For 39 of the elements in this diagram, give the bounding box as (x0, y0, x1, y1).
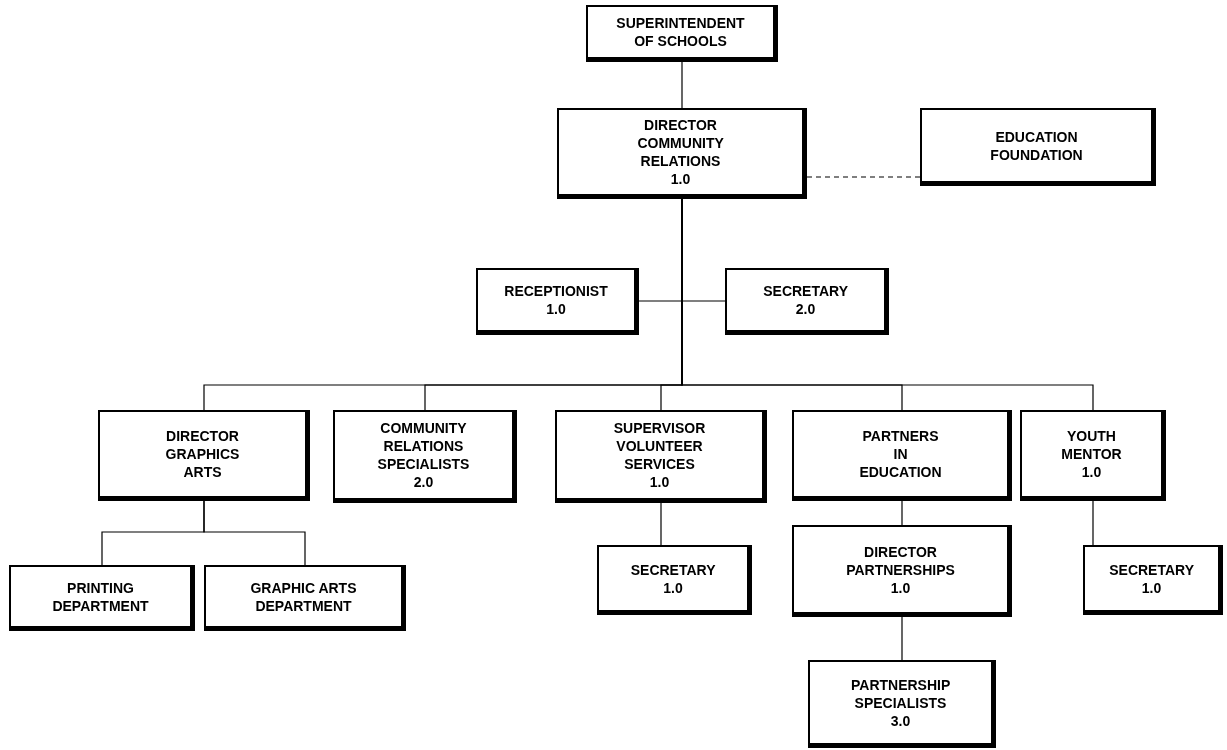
org-box (792, 525, 1012, 617)
position-title: DIRECTOR COMMUNITY RELATIONS 1.0 (637, 116, 724, 188)
org-box (557, 108, 807, 199)
position-title: DIRECTOR PARTNERSHIPS 1.0 (846, 542, 955, 597)
position-title: PARTNERSHIP SPECIALISTS 3.0 (850, 675, 951, 730)
position-title: RECEPTIONIST 1.0 (504, 282, 608, 318)
position-title: SECRETARY 1.0 (1109, 560, 1194, 597)
org-box (98, 410, 310, 501)
position-title: SECRETARY 1.0 (630, 560, 716, 597)
org-box (1083, 545, 1223, 615)
org-box (792, 410, 1012, 501)
connector-line (203, 500, 306, 566)
position-title: GRAPHIC ARTS DEPARTMENT (249, 578, 358, 615)
org-box (808, 660, 996, 748)
position-title: PRINTING DEPARTMENT (52, 578, 149, 615)
position-title: COMMUNITY RELATIONS SPECIALISTS 2.0 (377, 419, 470, 491)
connector-line (901, 500, 903, 526)
position-title: EDUCATION FOUNDATION (990, 127, 1083, 164)
position-title: SUPERVISOR VOLUNTEER SERVICES 1.0 (613, 419, 706, 491)
position-title: PARTNERS IN EDUCATION (859, 427, 942, 481)
org-box (476, 268, 639, 335)
org-box (920, 108, 1156, 186)
position-title: SUPERINTENDENT OF SCHOOLS (615, 14, 746, 50)
org-box (555, 410, 767, 503)
position-title: DIRECTOR GRAPHICS ARTS (165, 427, 240, 481)
org-box (333, 410, 517, 503)
org-box (597, 545, 752, 615)
connector-line (901, 616, 903, 661)
org-box (1020, 410, 1166, 501)
position-title: YOUTH MENTOR 1.0 (1061, 427, 1122, 481)
connector-line (660, 502, 662, 546)
connector-line (1092, 500, 1094, 546)
org-box (725, 268, 889, 335)
org-box (9, 565, 195, 631)
connector-line (681, 61, 683, 109)
dashed-connector (806, 176, 921, 178)
org-box (586, 5, 778, 62)
position-title: SECRETARY 2.0 (763, 282, 848, 318)
org-box (204, 565, 406, 631)
